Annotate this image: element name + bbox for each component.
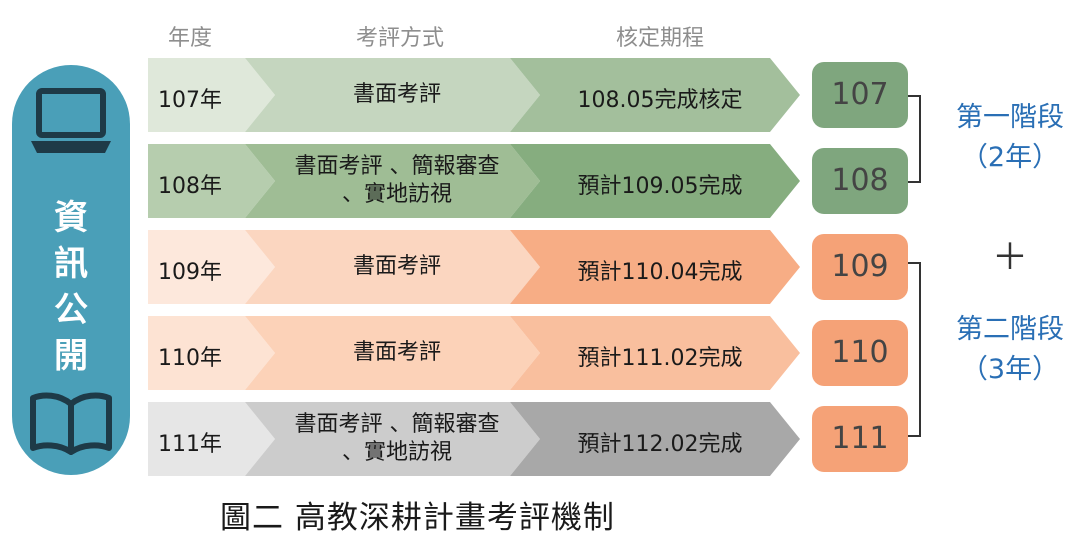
- year-segment: [148, 58, 275, 132]
- book-icon: [30, 392, 112, 455]
- method-line: 書面考評: [352, 254, 441, 279]
- row-method: 書面考評: [262, 253, 532, 281]
- row-year: 109年: [158, 260, 222, 285]
- method-line: 書面考評 、簡報審查: [294, 154, 500, 179]
- row-arrows-0: [148, 58, 800, 132]
- row-method: 書面考評: [262, 339, 532, 367]
- row-arrows-3: [148, 316, 800, 390]
- stage-title: 第二階段: [956, 314, 1064, 345]
- period-segment: [510, 402, 800, 476]
- year-segment: [148, 402, 275, 476]
- info-char: 開: [54, 336, 88, 376]
- stage-duration: （3年）: [960, 354, 1060, 385]
- figure-caption: 圖二 高教深耕計畫考評機制: [220, 500, 615, 536]
- row-method: 書面考評: [262, 81, 532, 109]
- year-box-107: 107: [812, 62, 908, 128]
- header-method: 考評方式: [355, 26, 444, 51]
- year-box-109: 109: [812, 234, 908, 300]
- year-box-110: 110: [812, 320, 908, 386]
- row-period: 108.05完成核定: [577, 88, 743, 113]
- method-segment: [245, 58, 540, 132]
- method-line: 、實地訪視: [341, 182, 452, 207]
- stage-one-bracket: [908, 95, 921, 183]
- header-year: 年度: [167, 26, 212, 51]
- row-period: 預計111.02完成: [577, 346, 743, 371]
- period-segment: [510, 316, 800, 390]
- year-box-108: 108: [812, 148, 908, 214]
- row-arrows-2: [148, 230, 800, 304]
- row-period: 預計112.02完成: [577, 432, 743, 457]
- year-segment: [148, 230, 275, 304]
- method-line: 書面考評: [352, 340, 441, 365]
- row-method: 書面考評 、簡報審查、實地訪視: [262, 411, 532, 467]
- row-period: 預計109.05完成: [577, 174, 743, 199]
- method-segment: [245, 316, 540, 390]
- info-char: 公: [54, 290, 88, 330]
- method-segment: [245, 402, 540, 476]
- info-char: 訊: [54, 244, 88, 284]
- stage-one-label: 第一階段 （2年）: [940, 98, 1080, 178]
- method-line: 、實地訪視: [341, 440, 452, 465]
- row-period: 預計110.04完成: [577, 260, 743, 285]
- period-segment: [510, 58, 800, 132]
- info-disclosure-label: 資 訊 公 開: [12, 195, 130, 379]
- year-segment: [148, 316, 275, 390]
- year-box-111: 111: [812, 406, 908, 472]
- stage-title: 第一階段: [956, 102, 1064, 133]
- info-char: 資: [54, 198, 88, 238]
- method-line: 書面考評 、簡報審查: [294, 412, 500, 437]
- stage-two-label: 第二階段 （3年）: [940, 310, 1080, 390]
- year-segment: [148, 144, 275, 218]
- row-arrows-4: [148, 402, 800, 476]
- row-year: 108年: [158, 174, 222, 199]
- header-period: 核定期程: [615, 26, 704, 51]
- row-year: 110年: [158, 346, 222, 371]
- plus-sign: ＋: [991, 237, 1028, 278]
- info-disclosure-pill: 資 訊 公 開: [12, 65, 130, 475]
- method-segment: [245, 230, 540, 304]
- method-line: 書面考評: [352, 82, 441, 107]
- stage-duration: （2年）: [960, 142, 1060, 173]
- laptop-icon: [31, 88, 111, 153]
- method-segment: [245, 144, 540, 218]
- row-year: 111年: [158, 432, 222, 457]
- period-segment: [510, 230, 800, 304]
- row-method: 書面考評 、簡報審查、實地訪視: [262, 153, 532, 209]
- period-segment: [510, 144, 800, 218]
- stage-two-bracket: [908, 262, 921, 437]
- row-arrows-1: [148, 144, 800, 218]
- row-year: 107年: [158, 88, 222, 113]
